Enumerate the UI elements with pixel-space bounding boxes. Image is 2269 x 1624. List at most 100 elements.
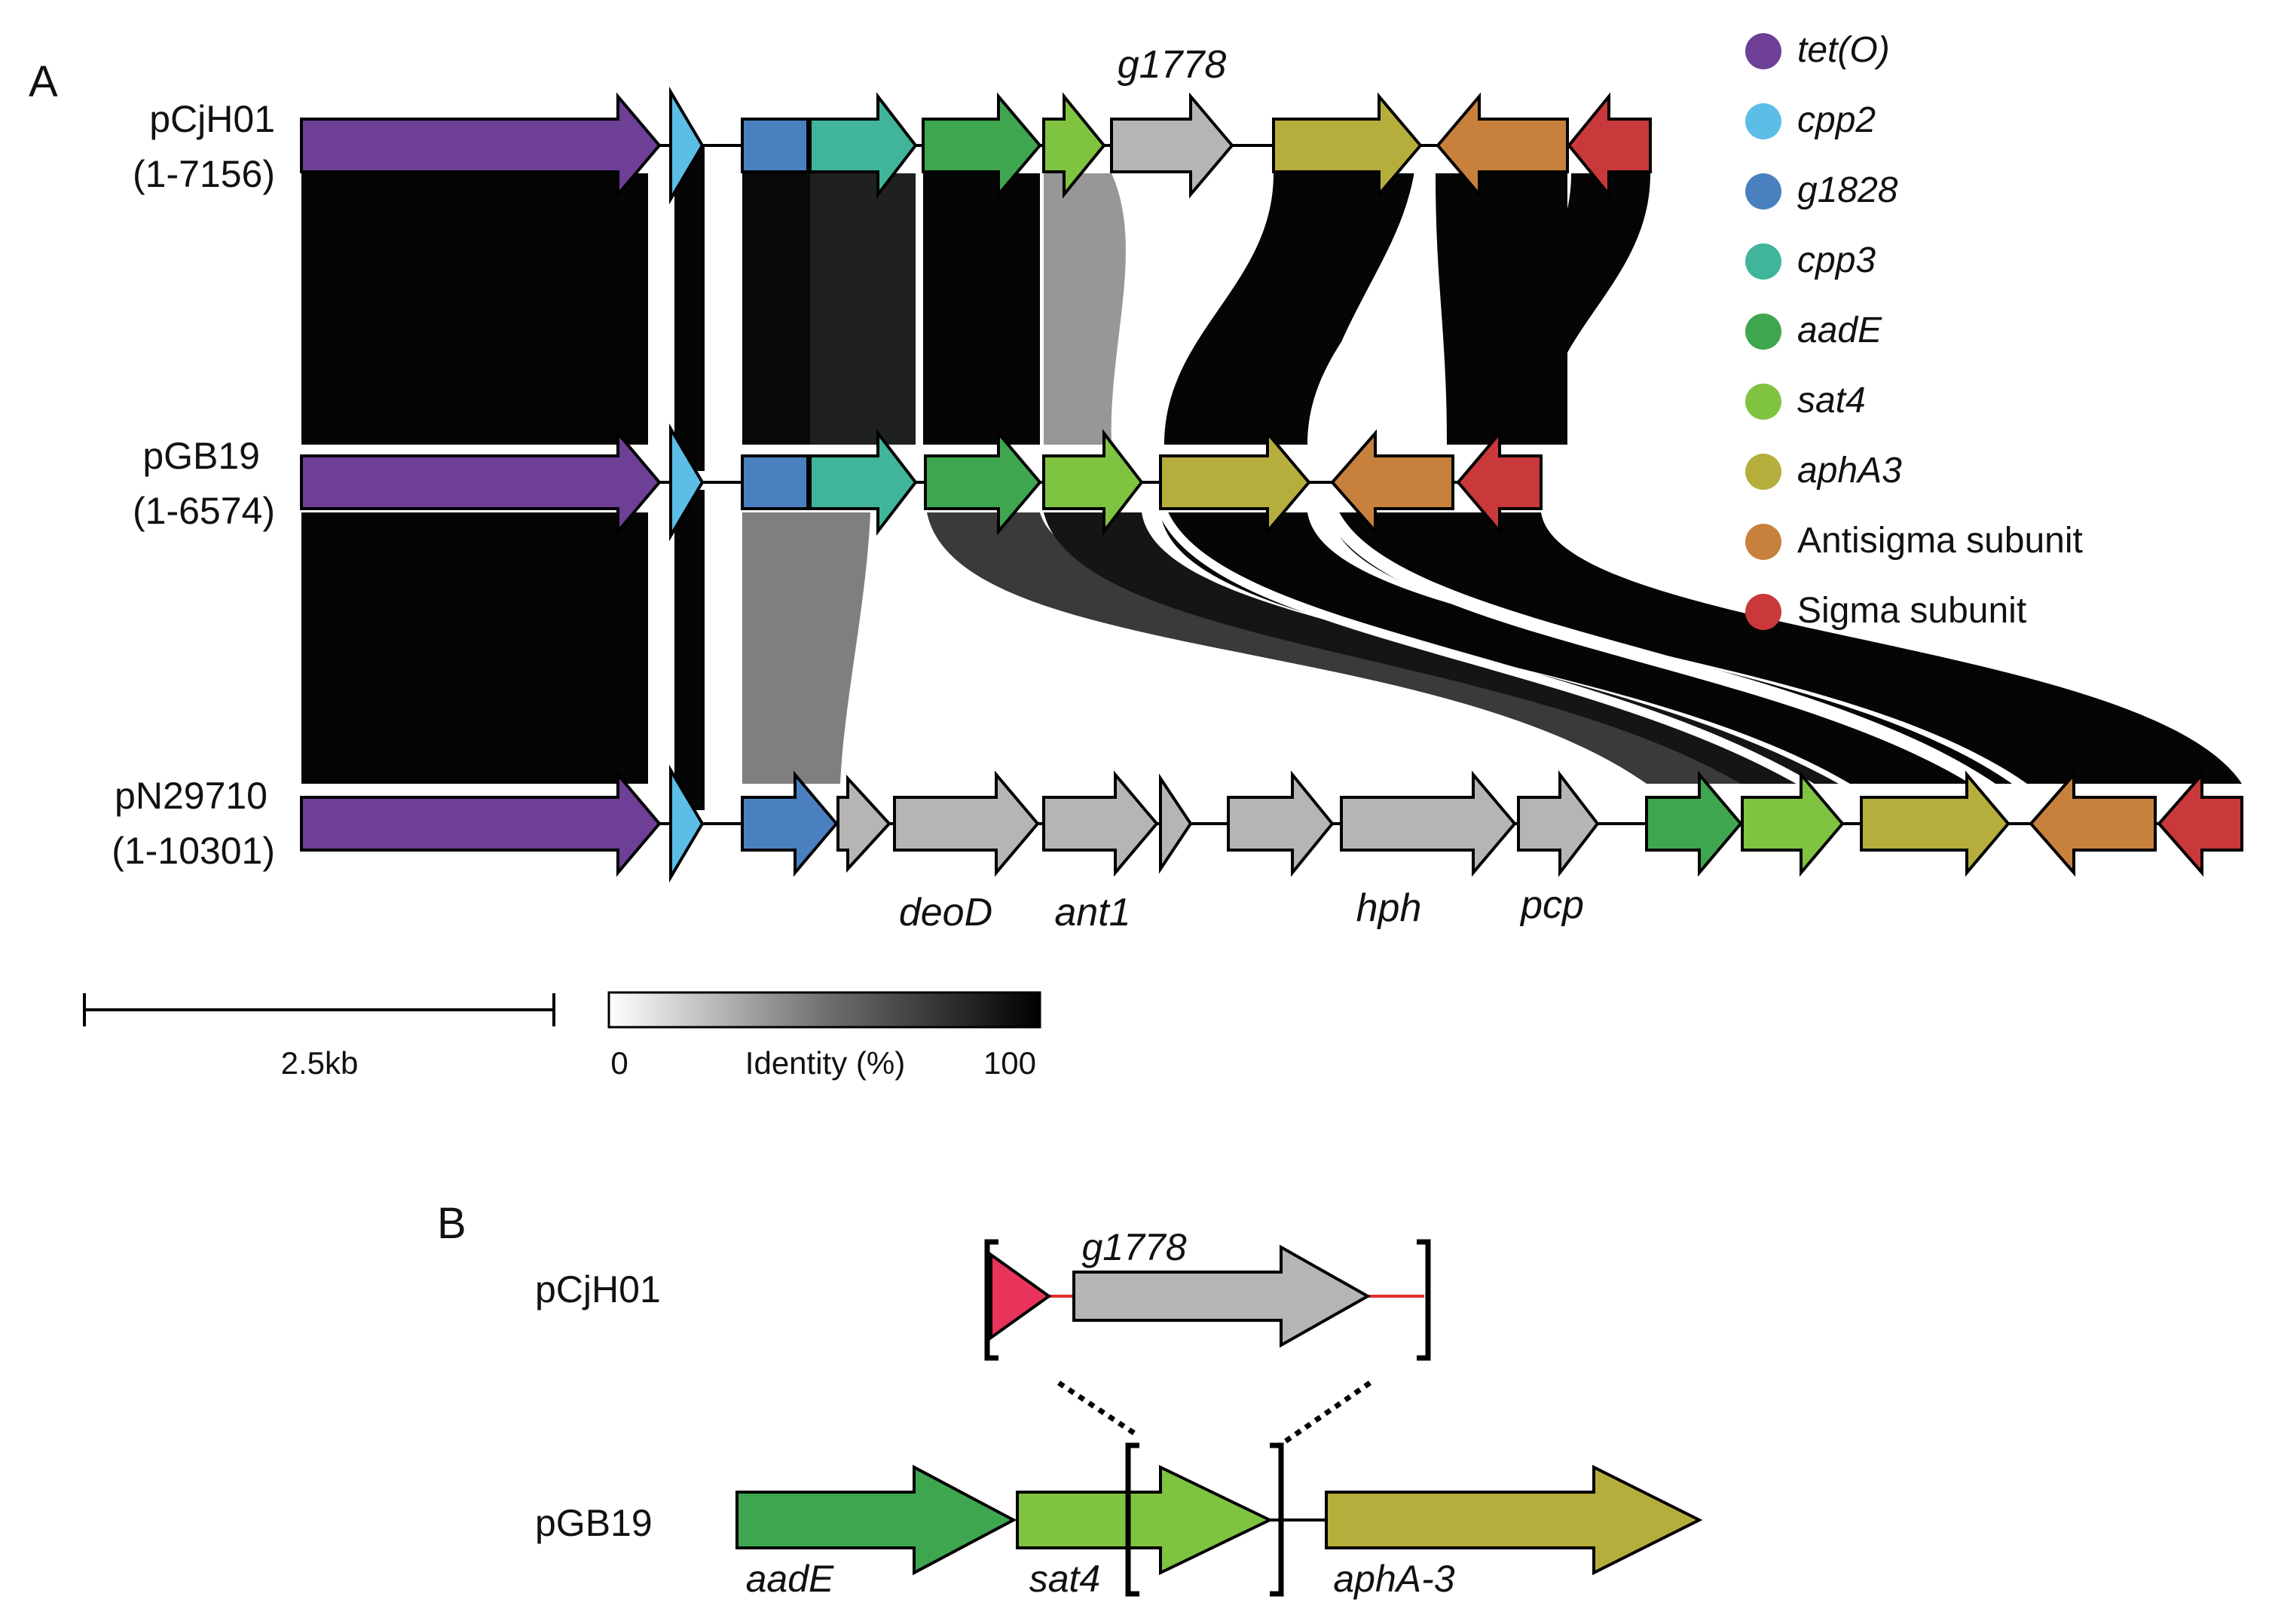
legend-swatch-6 <box>1745 454 1781 490</box>
insert-bracket-left <box>984 1239 998 1361</box>
panel-b-track-pcjh01: pCjH01 <box>535 1268 661 1311</box>
identity-colorbar: 0 Identity (%) 100 <box>607 991 1041 1081</box>
track-name-pn29710: pN29710 <box>115 775 268 817</box>
track-name-pcjh01: pCjH01 <box>149 98 275 140</box>
gene-deoD-pn29710 <box>893 770 1040 877</box>
legend-swatch-5 <box>1745 384 1781 420</box>
legend-swatch-4 <box>1745 313 1781 350</box>
homology-tetO-mid-bot <box>301 512 648 784</box>
track-range-pgb19: (1-6574) <box>133 490 275 532</box>
homology-g1828-mid-bot <box>742 512 870 784</box>
gene-sat4-pcjh01 <box>1042 92 1106 199</box>
genes-pgb19 <box>300 423 1543 542</box>
gene-hph-pn29710 <box>1340 770 1517 877</box>
insert-red-element <box>989 1252 1052 1341</box>
gene-sigma-pgb19 <box>1456 429 1543 536</box>
track-range-pn29710: (1-10301) <box>112 830 275 872</box>
gene-antisigma-pgb19 <box>1330 429 1454 536</box>
homology-mid-bot <box>301 488 2242 815</box>
gene-orf1-pn29710 <box>836 774 891 873</box>
scale-bar-label: 2.5kb <box>281 1045 359 1081</box>
homology-tetO-top-mid <box>301 173 648 445</box>
panel-b-locus: aadE sat4 aphA-3 <box>735 1442 1703 1600</box>
gene-aadE-pcjh01 <box>922 92 1042 199</box>
locus-gene-aadE <box>735 1464 1017 1576</box>
label-deoD: deoD <box>899 891 992 934</box>
gene-cpp2-pn29710 <box>669 764 705 883</box>
gene-aadE-pn29710 <box>1645 770 1743 877</box>
homology-top-mid <box>301 135 1650 483</box>
homology-aadE-top-mid <box>923 173 1040 445</box>
insert-label-g1778: g1778 <box>1081 1226 1186 1268</box>
legend-label-6: aphA3 <box>1797 451 1902 491</box>
gene-orf3-pn29710 <box>1227 770 1335 877</box>
homology-cpp2-mid-bot <box>674 490 705 810</box>
legend-swatch-0 <box>1745 33 1781 69</box>
gene-g1778-pcjh01 <box>1110 92 1234 199</box>
label-ant1: ant1 <box>1054 891 1130 934</box>
label-g1778: g1778 <box>1118 43 1227 87</box>
gene-aphA3-pgb19 <box>1159 429 1311 536</box>
homology-antisigma-sigma-mid-bot <box>1330 512 2242 784</box>
gene-sigma-pn29710 <box>2157 770 2243 877</box>
gene-sat4-pn29710 <box>1741 770 1845 877</box>
legend-label-3: cpp3 <box>1797 240 1876 280</box>
gene-cpp3-pgb19 <box>809 429 918 536</box>
gene-g1828-pcjh01 <box>741 118 809 173</box>
gene-cpp2-pgb19 <box>669 423 705 542</box>
locus-label-aphA3: aphA-3 <box>1333 1558 1454 1600</box>
genes-pn29710 <box>300 764 2243 883</box>
gene-orf2-pn29710 <box>1159 773 1193 874</box>
gene-g1828-pgb19 <box>741 454 809 510</box>
panel-b-track-pgb19: pGB19 <box>535 1502 653 1544</box>
legend-label-0: tet(O) <box>1797 30 1890 70</box>
panel-b-letter: B <box>437 1199 466 1248</box>
locus-label-aadE: aadE <box>746 1558 834 1600</box>
legend-swatch-8 <box>1745 594 1781 630</box>
gene-tetO-pgb19 <box>300 429 662 536</box>
homology-gap2-mid-bot <box>1318 488 2024 815</box>
gene-g1828-pn29710 <box>741 770 839 877</box>
panel-a-letter: A <box>29 57 58 106</box>
gene-ant1-pn29710 <box>1042 770 1159 877</box>
gene-cpp3-pcjh01 <box>809 92 918 199</box>
identity-gradient <box>607 991 1041 1029</box>
homology-gap1-mid-bot <box>1152 489 1849 814</box>
legend-label-2: g1828 <box>1797 170 1898 210</box>
legend-swatch-2 <box>1745 173 1781 209</box>
locus-bracket-left <box>1125 1442 1139 1597</box>
gene-sigma-pcjh01 <box>1567 92 1652 199</box>
homology-gap-top-mid <box>1310 135 1431 483</box>
legend-swatch-7 <box>1745 524 1781 560</box>
gene-tetO-pn29710 <box>300 770 662 877</box>
gene-aphA3-pcjh01 <box>1272 92 1423 199</box>
locus-label-sat4: sat4 <box>1029 1558 1101 1600</box>
label-hph: hph <box>1356 886 1422 930</box>
homology-g1828-top-mid <box>742 173 810 445</box>
gene-antisigma-pcjh01 <box>1436 92 1569 199</box>
gene-aphA3-pn29710 <box>1860 770 2011 877</box>
insert-gene-g1778 <box>1072 1244 1371 1348</box>
genes-pcjh01 <box>300 86 1652 205</box>
gene-antisigma-pn29710 <box>2029 770 2157 877</box>
locus-gene-aphA3 <box>1325 1464 1703 1576</box>
track-range-pcjh01: (1-7156) <box>133 153 275 195</box>
legend-swatch-3 <box>1745 243 1781 280</box>
legend-swatch-1 <box>1745 103 1781 139</box>
gene-pcp-pn29710 <box>1517 770 1600 877</box>
locus-gene-sat4 <box>1016 1464 1274 1576</box>
locus-bracket-right <box>1270 1442 1284 1597</box>
track-name-pgb19: pGB19 <box>142 435 260 477</box>
legend-label-7: Antisigma subunit <box>1797 521 2083 561</box>
insert-connector-left <box>1057 1381 1139 1438</box>
homology-sigma-top-mid <box>1462 173 1650 445</box>
identity-max-label: 100 <box>983 1045 1036 1081</box>
insert-bracket-right <box>1417 1239 1431 1361</box>
homology-cpp3-top-mid <box>810 173 916 445</box>
legend-label-8: Sigma subunit <box>1797 591 2026 631</box>
legend-label-4: aadE <box>1797 310 1882 350</box>
legend: tet(O)cpp2g1828cpp3aadEsat4aphA3Antisigm… <box>1745 30 2083 631</box>
homology-aphA3-mid-bot <box>1160 512 2012 784</box>
legend-label-1: cpp2 <box>1797 100 1876 140</box>
homology-sat4-mid-bot <box>1044 512 1839 784</box>
